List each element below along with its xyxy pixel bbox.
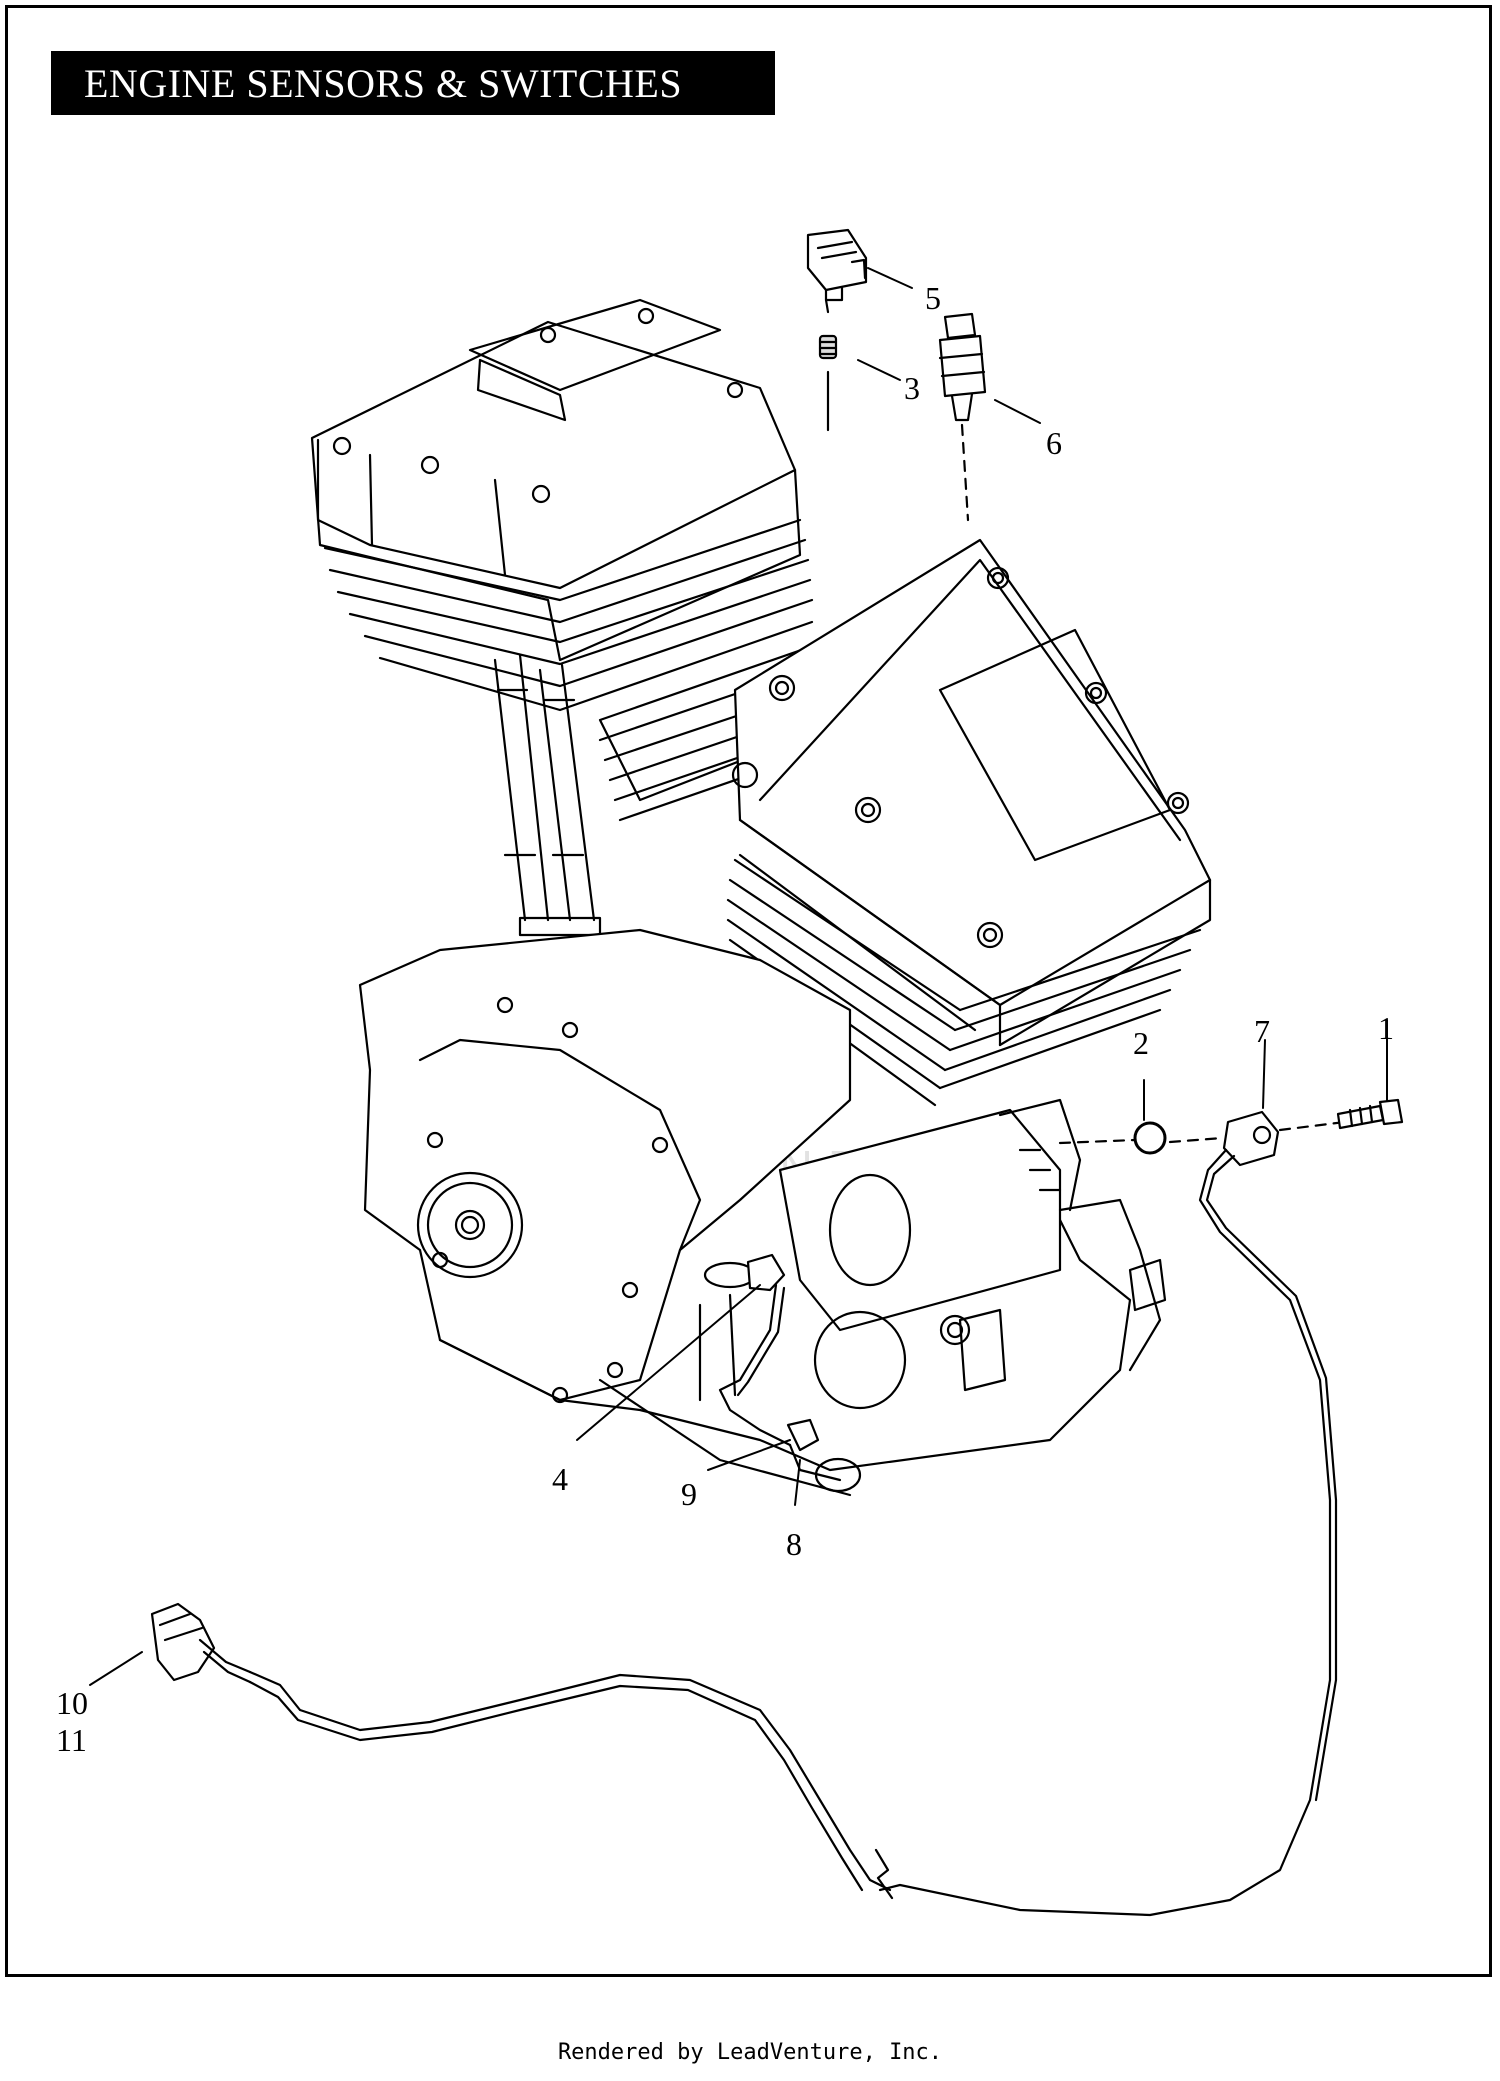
page-title: ENGINE SENSORS & SWITCHES xyxy=(84,60,683,106)
leader-5 xyxy=(867,267,913,289)
small-sensor-and-clip xyxy=(718,1253,862,1493)
crankcase xyxy=(358,928,1132,1497)
o-ring xyxy=(1058,1121,1167,1155)
rear-rocker-cover xyxy=(310,298,802,662)
starter-motor xyxy=(778,1098,1167,1392)
callout-1: 1 xyxy=(1378,1010,1394,1046)
callout-3: 3 xyxy=(904,370,920,406)
crank-position-sensor xyxy=(878,1110,1347,1917)
bolt xyxy=(1336,1098,1404,1130)
callout-7: 7 xyxy=(1254,1013,1270,1049)
leader-3 xyxy=(857,359,901,381)
leader-9 xyxy=(707,1439,791,1471)
footer-credit: Rendered by LeadVenture, Inc. xyxy=(557,2040,943,2065)
callout-4: 4 xyxy=(552,1461,568,1497)
leader-8 xyxy=(794,1459,801,1506)
callout-6: 6 xyxy=(1046,425,1062,461)
cam-cover-emblem xyxy=(416,1171,524,1279)
lower-housing xyxy=(698,1261,971,1410)
diagram-frame xyxy=(5,5,1492,1977)
leader-10 xyxy=(89,1651,143,1686)
map-sensor xyxy=(806,228,868,314)
engine-exploded-diagram xyxy=(89,228,1404,1917)
front-rocker-cover xyxy=(731,538,1212,1047)
insert-plug xyxy=(818,334,838,432)
leader-6 xyxy=(994,399,1041,424)
oil-pressure-switch xyxy=(938,312,987,522)
leader-7 xyxy=(1262,1039,1266,1109)
callout-10: 10 xyxy=(56,1685,88,1721)
pushrod-tubes xyxy=(493,653,602,937)
title-bar: ENGINE SENSORS & SWITCHES xyxy=(51,51,775,115)
leader-lines xyxy=(89,267,1388,1686)
callout-11: 11 xyxy=(56,1722,87,1758)
callout-8: 8 xyxy=(786,1526,802,1562)
callout-9: 9 xyxy=(681,1476,697,1512)
harness-connector xyxy=(150,1602,894,1900)
callout-2: 2 xyxy=(1133,1025,1149,1061)
leader-4 xyxy=(576,1284,761,1441)
callout-5: 5 xyxy=(925,280,941,316)
